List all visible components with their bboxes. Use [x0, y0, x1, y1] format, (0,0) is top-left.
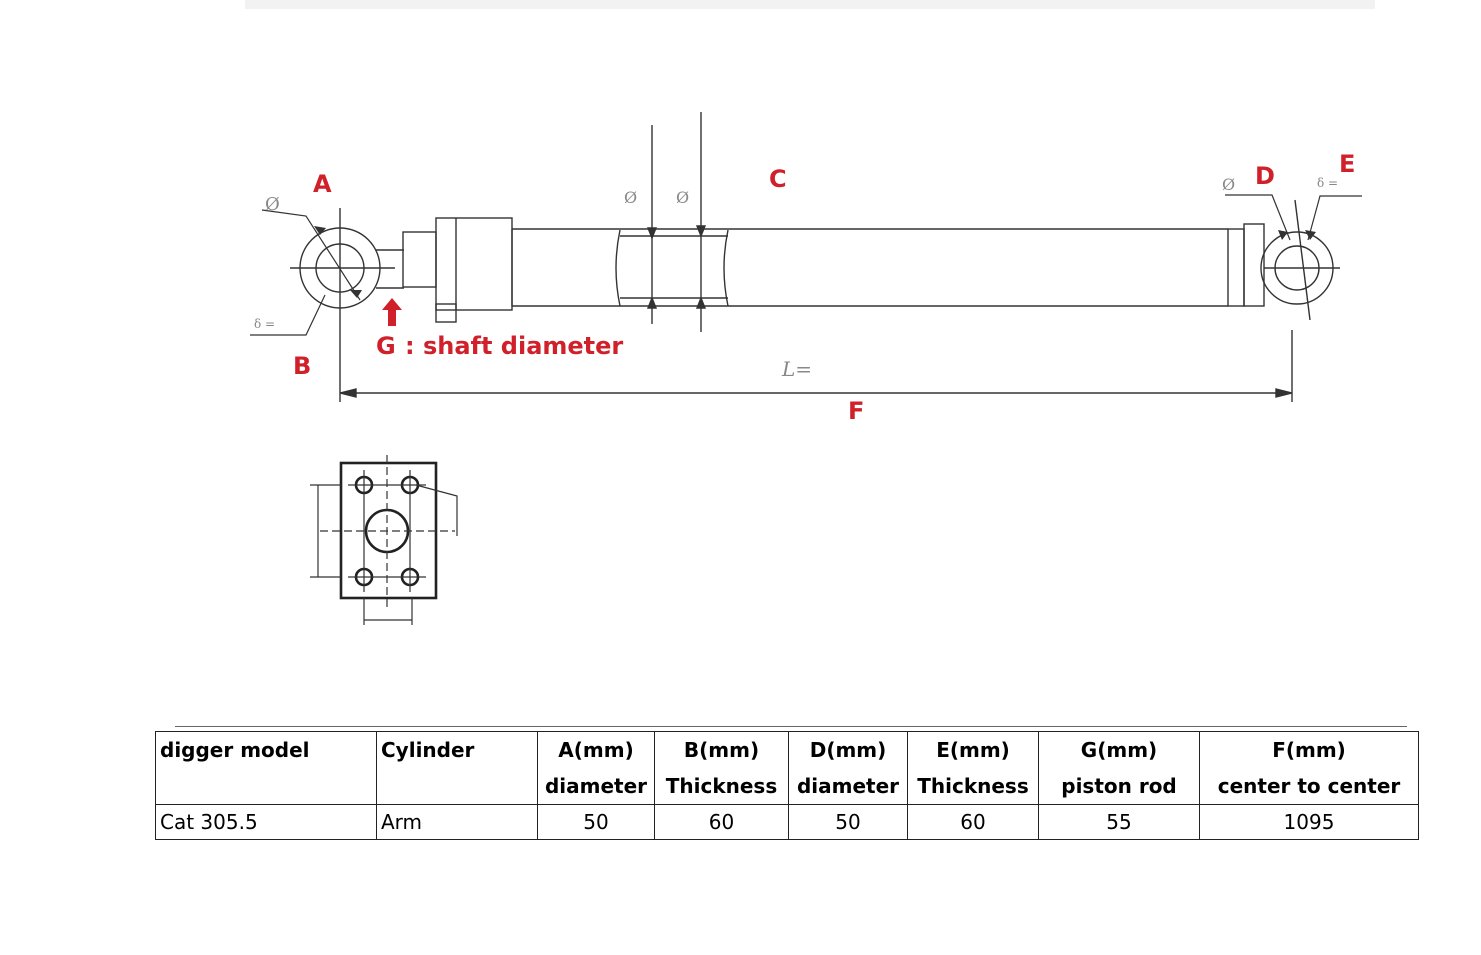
cell-g: 55: [1038, 804, 1200, 840]
label-c: C: [769, 165, 787, 193]
label-d: D: [1255, 162, 1275, 190]
label-b: B: [293, 352, 311, 380]
cell-a: 50: [537, 804, 655, 840]
table-row: Cat 305.5 Arm 50 60 50 60 55 1095: [155, 804, 1419, 840]
header-cylinder: Cylinder: [376, 731, 538, 805]
rod-neck: [402, 231, 437, 288]
header-g: G(mm)piston rod: [1038, 731, 1200, 805]
gland: [435, 217, 513, 311]
cell-digger-model: Cat 305.5: [155, 804, 377, 840]
diameter-mark-right: Ø: [1222, 175, 1235, 194]
cell-d: 50: [788, 804, 908, 840]
table-header-row: digger model Cylinder A(mm)diameter B(mm…: [155, 731, 1419, 805]
cell-cylinder: Arm: [376, 804, 538, 840]
diameter-mark-left: Ø: [265, 194, 280, 215]
thickness-mark-left: δ =: [254, 317, 275, 331]
label-a: A: [313, 170, 332, 198]
header-e: E(mm)Thickness: [907, 731, 1039, 805]
label-g: G: [376, 332, 396, 360]
diameter-mark-rod: Ø: [676, 188, 689, 207]
cell-f: 1095: [1199, 804, 1419, 840]
table-top-rule: [175, 726, 1407, 727]
thickness-mark-right: δ =: [1317, 176, 1338, 190]
label-f: F: [848, 397, 864, 425]
cell-e: 60: [907, 804, 1039, 840]
length-mark: L=: [781, 357, 812, 381]
diameter-mark-bore: Ø: [624, 188, 637, 207]
label-e: E: [1339, 150, 1355, 178]
cell-b: 60: [654, 804, 789, 840]
header-digger-model: digger model: [155, 731, 377, 805]
spec-table: digger model Cylinder A(mm)diameter B(mm…: [155, 731, 1419, 840]
shaft-arrow-icon: [382, 298, 402, 326]
label-g-text: : shaft diameter: [405, 332, 623, 360]
top-strip: [245, 0, 1375, 9]
header-d: D(mm)diameter: [788, 731, 908, 805]
header-a: A(mm)diameter: [537, 731, 655, 805]
header-b: B(mm)Thickness: [654, 731, 789, 805]
cylinder-drawing: Ø δ = Ø Ø Ø δ = L= A B C D E F G : shaft…: [245, 0, 1375, 625]
header-f: F(mm)center to center: [1199, 731, 1419, 805]
